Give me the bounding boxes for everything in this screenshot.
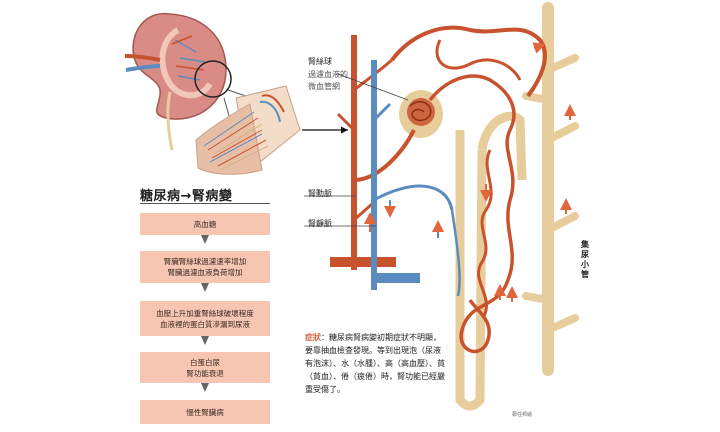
flowchart-step-4: 白蛋白尿 腎功能衰退 bbox=[140, 352, 270, 383]
step-4-line-2: 腎功能衰退 bbox=[186, 368, 224, 378]
flowchart-step-3: 血壓上升加重腎絲球破壞程度 血液裡的蛋白質滲漏到尿液 bbox=[140, 301, 270, 336]
glomerulus-leader bbox=[337, 73, 409, 101]
step-5-text: 慢性腎臟病 bbox=[186, 407, 224, 417]
step-1-text: 高血糖 bbox=[193, 219, 217, 229]
flowchart-step-2: 腎臟腎絲球過濾速率增加 腎臟過濾血液負荷增加 bbox=[140, 251, 270, 283]
renal-vein bbox=[371, 60, 461, 297]
symptom-note: 症狀：糖尿病腎病變初期症狀不明顯，要靠抽血檢查發現。等到出現泡（尿液有泡沫）、水… bbox=[305, 331, 445, 396]
step-3-line-2: 血液裡的蛋白質滲漏到尿液 bbox=[160, 319, 250, 329]
step-3-line-1: 血壓上升加重腎絲球破壞程度 bbox=[156, 308, 254, 318]
flowchart-step-1: 高血糖 bbox=[140, 213, 270, 235]
illustrator-credit: 鄭任邦繪 bbox=[512, 412, 533, 418]
glomerulus-label: 腎絲球 bbox=[308, 57, 332, 66]
symptom-text: ：糖尿病腎病變初期症狀不明顯，要靠抽血檢查發現。等到出現泡（尿液有泡沫）、水（水… bbox=[305, 333, 445, 394]
collecting-duct-label: 集尿小管 bbox=[581, 240, 589, 279]
flowchart-step-5: 慢性腎臟病 bbox=[140, 400, 270, 424]
step-4-line-1: 白蛋白尿 bbox=[190, 357, 220, 367]
step-2-line-1: 腎臟腎絲球過濾速率增加 bbox=[163, 257, 247, 266]
kidney-section-illustration bbox=[195, 85, 301, 175]
step-2-line-2: 腎臟過濾血液負荷增加 bbox=[167, 268, 243, 277]
vein-label: 腎靜脈 bbox=[308, 219, 332, 228]
flow-arrows bbox=[364, 42, 576, 302]
symptom-tag: 症狀 bbox=[305, 333, 321, 342]
loop-of-henle bbox=[455, 111, 527, 411]
artery-label: 腎動脈 bbox=[308, 189, 332, 198]
renal-artery bbox=[330, 25, 547, 354]
flowchart-arrows bbox=[201, 235, 209, 392]
flowchart-title-rule bbox=[140, 203, 270, 204]
flowchart-title: 糖尿病→腎病變 bbox=[140, 189, 233, 204]
collecting-duct bbox=[522, 2, 579, 376]
glomerulus-desc-1: 過濾血液的 bbox=[308, 70, 348, 79]
glomerulus-desc-2: 微血管網 bbox=[308, 82, 340, 91]
